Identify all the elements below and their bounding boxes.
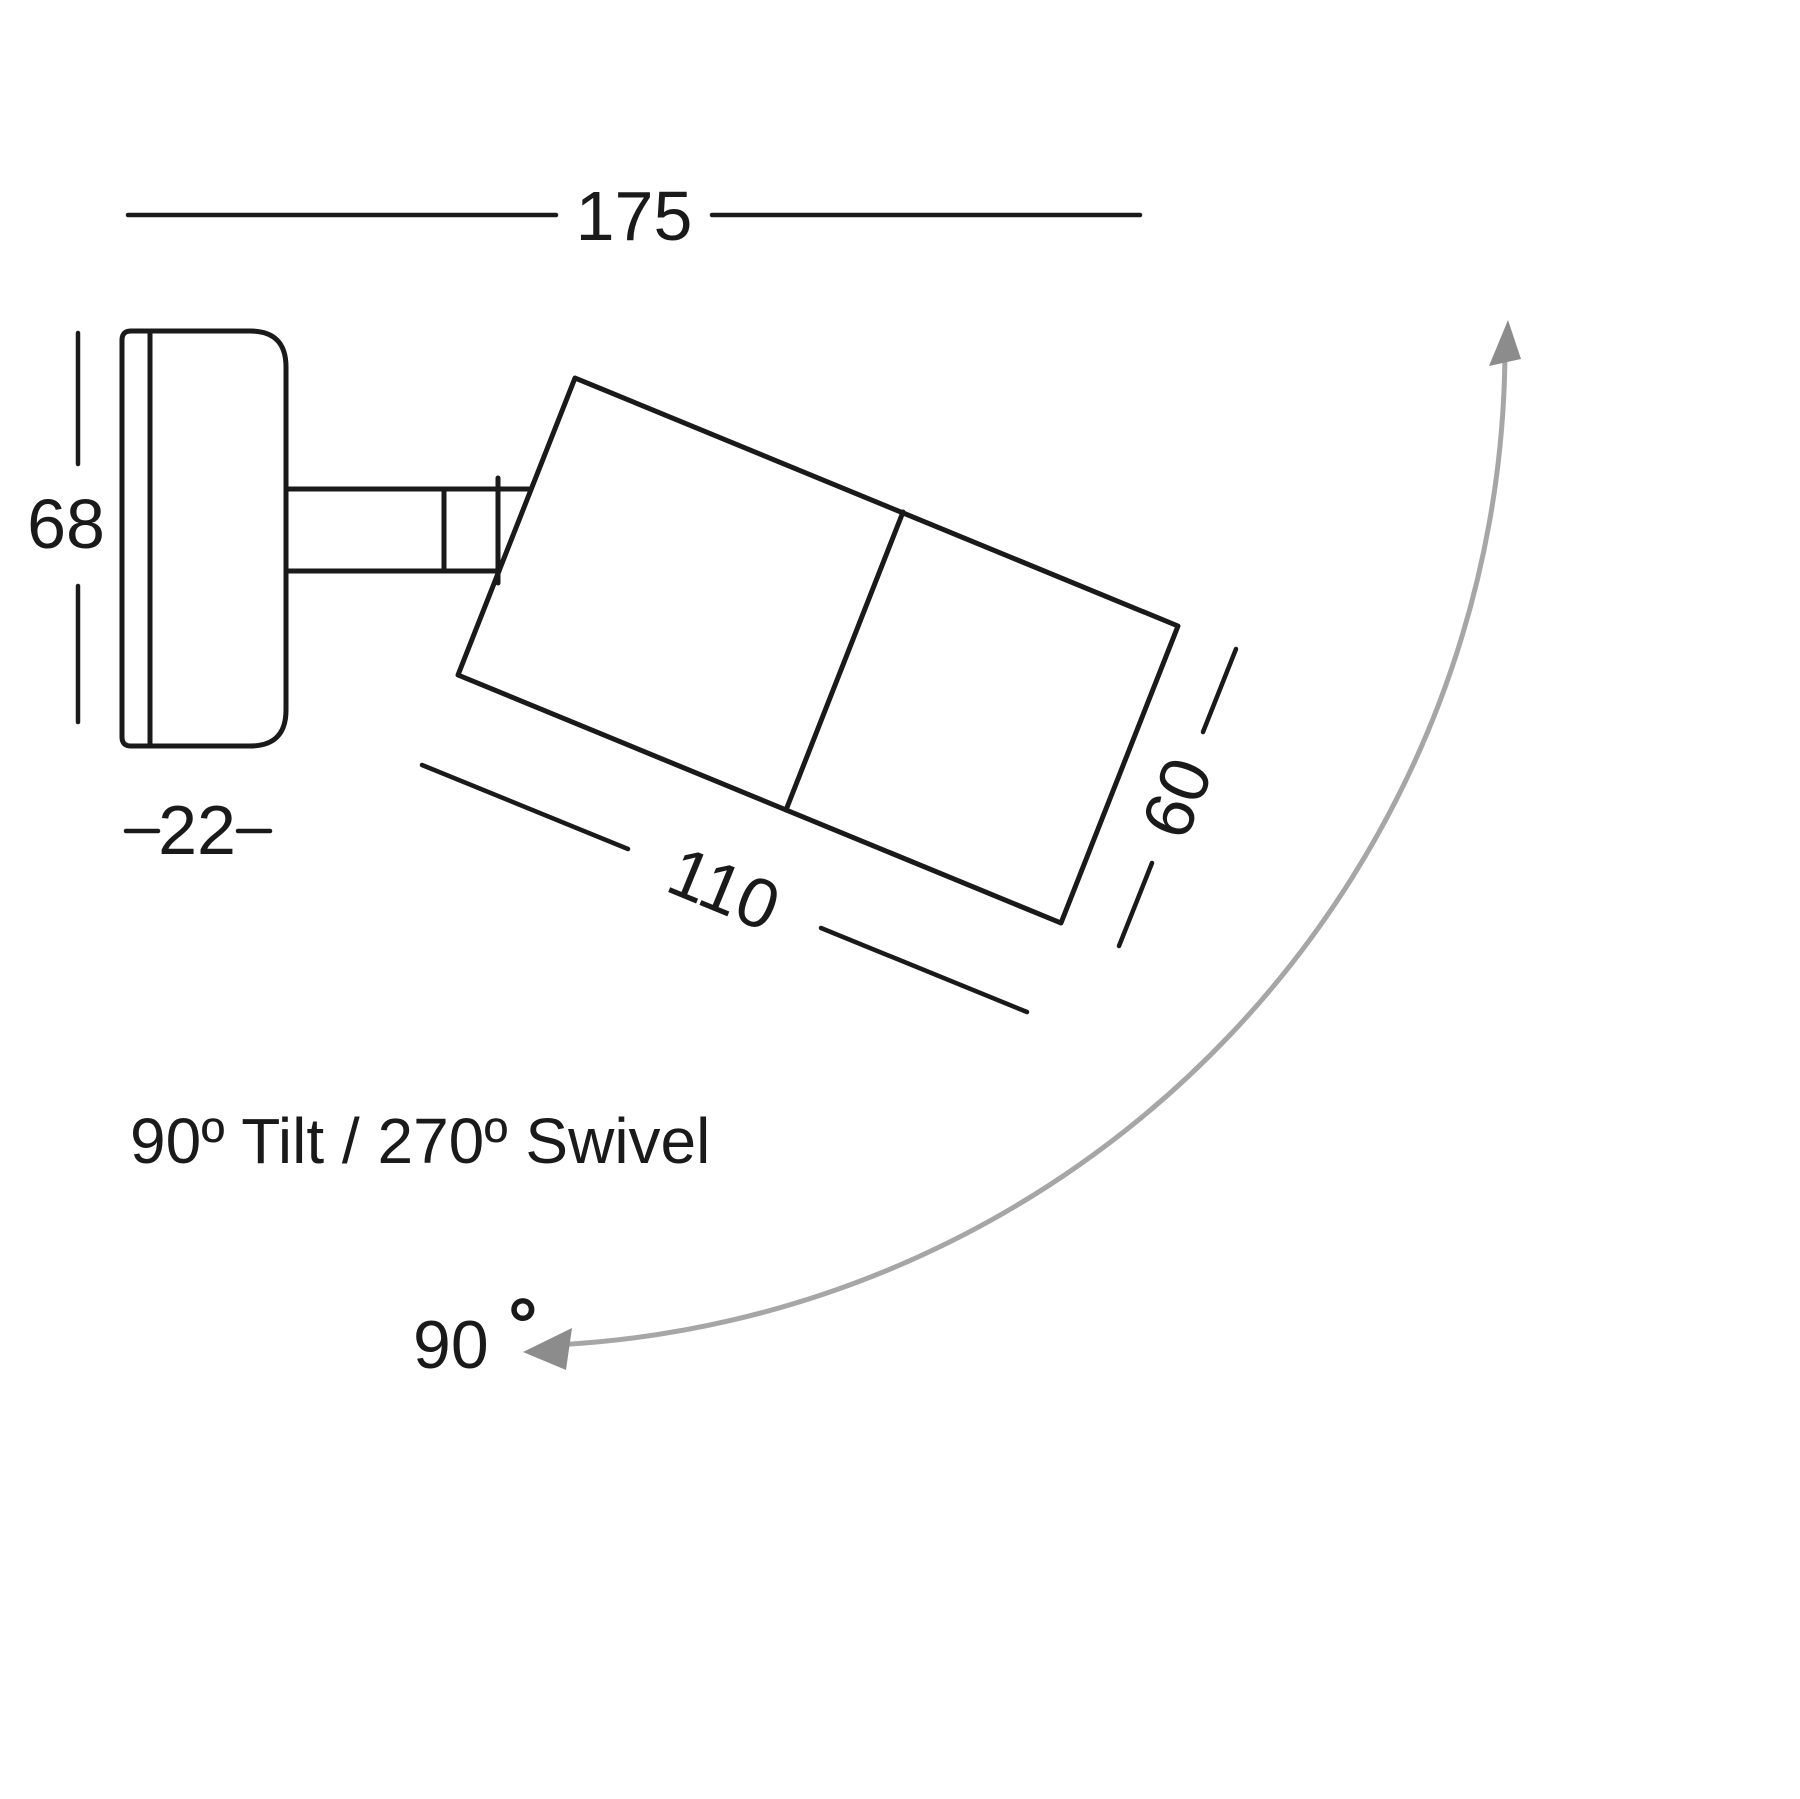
swivel-arrow-left-icon	[523, 1328, 572, 1370]
lamp-body-outline	[455, 375, 1181, 926]
dim-60-line-bottom	[1116, 860, 1155, 949]
dim-22-label: 22	[158, 791, 236, 869]
tilt-swivel-caption: 90º Tilt / 270º Swivel	[130, 1105, 710, 1177]
swivel-arrow-up-icon	[1489, 320, 1521, 366]
wall-plate-outline	[119, 328, 289, 749]
dim-110-label: 110	[658, 832, 791, 947]
swing-angle-degree-symbol: °	[508, 1283, 538, 1366]
dim-175-label: 175	[576, 177, 693, 255]
swivel-arc	[554, 344, 1508, 1348]
swing-angle-value: 90	[413, 1307, 489, 1383]
lamp-body-divider-line	[783, 509, 906, 813]
dim-60-line-top	[1200, 646, 1239, 735]
dim-68-label: 68	[27, 485, 105, 563]
dim-110-line-left	[419, 762, 631, 852]
dim-60-label: 60	[1126, 747, 1227, 848]
dim-110-line-right	[818, 925, 1030, 1015]
